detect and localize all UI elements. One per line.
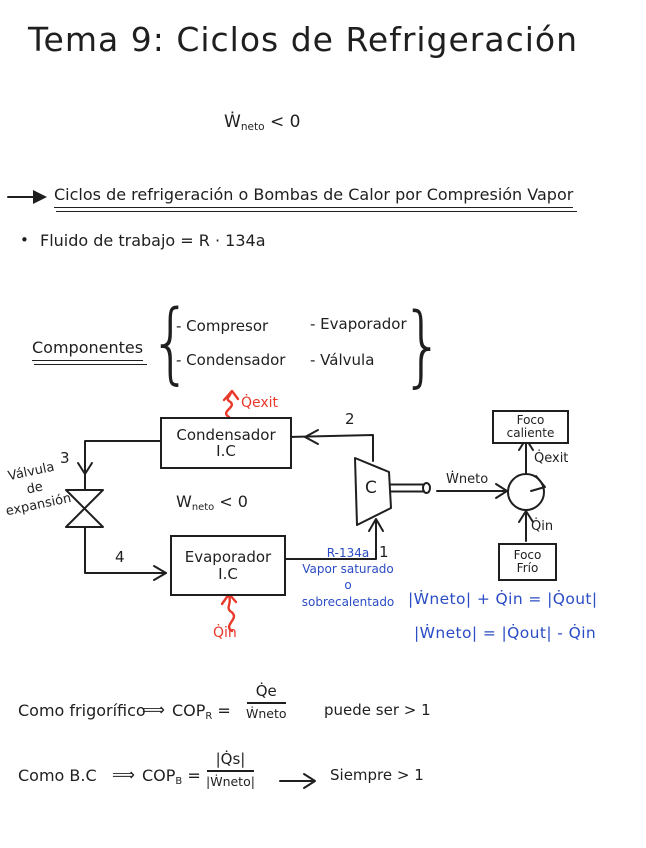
state-3-label: 3 (60, 449, 70, 467)
qexit-energy-label: Q̇exit (534, 451, 569, 466)
w-symbol: W (176, 492, 192, 511)
cold-reservoir-line: Frío (516, 561, 539, 575)
cop-text: COP (142, 766, 176, 785)
cop-b-symbol: COPB = (142, 766, 201, 787)
arrow-up-icon (368, 518, 384, 532)
evaporator-ic: I.C (218, 564, 238, 583)
equals-sign: = (187, 766, 201, 785)
cop-r-symbol: COPR = (172, 701, 231, 722)
pipe-condenser-to-valve (84, 440, 161, 491)
qin-energy-label: Q̇in (531, 519, 554, 534)
cold-reservoir-box: Foco Frío (498, 543, 557, 581)
cop-b-fraction: |Q̇s| |Ẇneto| (206, 750, 255, 789)
wneto-inequality: Ẇneto < 0 (224, 112, 300, 133)
arrow-right-head-icon (33, 190, 47, 204)
list-item: - Válvula (310, 351, 375, 369)
state-1-label: 1 (379, 543, 389, 561)
section-heading: Ciclos de refrigeración o Bombas de Calo… (54, 185, 574, 208)
cop-subscript: R (205, 710, 213, 722)
arrow-right-icon (303, 773, 316, 789)
qexit-arrowhead-icon (222, 389, 240, 402)
w-subscript: neto (191, 501, 215, 513)
cop-b-note: Siempre > 1 (330, 766, 424, 784)
w-symbol: Ẇ (224, 112, 241, 132)
brace-open-icon: { (149, 290, 193, 394)
note-line: o (344, 578, 352, 593)
compressor-shaft-end (422, 482, 431, 494)
hot-reservoir-line: Foco (516, 412, 545, 427)
energy-balance-eq-1: |Ẇneto| + Q̇in = |Q̇out| (408, 590, 598, 608)
compressor-symbol (354, 457, 392, 526)
state-2-label: 2 (345, 410, 355, 428)
compressor-letter: C (365, 478, 377, 498)
arrow-down-icon (77, 462, 93, 475)
cop-r-note: puede ser > 1 (324, 701, 431, 719)
implies-icon: ⟹ (142, 700, 165, 719)
condenser-name: Condensador (176, 425, 276, 444)
note-line: sobrecalentado (301, 594, 395, 609)
arrow-up-icon (518, 510, 534, 523)
fraction-numerator: Q̇e (246, 682, 286, 704)
w-subscript: neto (240, 120, 265, 133)
list-item: - Compresor (176, 317, 269, 335)
list-item: - Condensador (176, 351, 286, 369)
wneto-center-note: Wneto < 0 (176, 492, 248, 513)
equals-sign: = (217, 701, 231, 720)
list-item: - Evaporador (310, 315, 407, 333)
hot-reservoir-line: caliente (506, 426, 555, 440)
expansion-valve-symbol (65, 489, 104, 528)
refrigerant-state-note: R-134a Vapor saturado o sobrecalentado (294, 545, 402, 610)
working-fluid-line: Fluido de trabajo = R · 134a (40, 231, 266, 250)
qexit-label: Q̇exit (241, 395, 279, 411)
bullet-icon: • (20, 231, 29, 249)
note-line: R-134a (326, 546, 370, 560)
fraction-numerator: |Q̇s| (206, 750, 255, 772)
cop-subscript: B (175, 775, 183, 787)
cop-r-fraction: Q̇e Ẇneto (246, 682, 287, 721)
pipe-evaporator-to-compressor (281, 520, 377, 560)
condenser-ic: I.C (216, 442, 236, 460)
compressor-shaft (390, 483, 425, 493)
cop-text: COP (172, 701, 206, 720)
fraction-denominator: |Ẇneto| (206, 774, 255, 789)
cold-reservoir-line: Foco (513, 547, 542, 562)
brace-close-icon: } (401, 293, 445, 397)
fraction-denominator: Ẇneto (246, 706, 287, 721)
note-line: Vapor saturado (302, 562, 394, 577)
energy-balance-eq-2: |Ẇneto| = |Q̇out| - Q̇in (414, 624, 597, 642)
w-tail: < 0 (264, 112, 301, 132)
page-title: Tema 9: Ciclos de Refrigeración (28, 20, 579, 59)
components-label: Componentes (32, 338, 144, 361)
arrow-right-icon (153, 565, 167, 581)
pipe-valve-to-evaporator (84, 526, 167, 574)
evaporator-box: Evaporador I.C (170, 535, 286, 596)
arrow-right-icon (495, 483, 508, 499)
qin-label: Q̇in (213, 625, 237, 641)
pipe-compressor-to-condenser (287, 434, 374, 462)
cop-r-prefix: Como frigorífico (18, 701, 146, 720)
cop-b-prefix: Como B.C (18, 766, 97, 785)
evaporator-name: Evaporador (184, 548, 272, 566)
w-tail: < 0 (214, 492, 248, 511)
state-4-label: 4 (115, 548, 125, 566)
cycle-rotation-arrow-icon (530, 475, 546, 492)
arrow-left-icon (304, 429, 319, 445)
implies-icon: ⟹ (112, 765, 135, 784)
hot-reservoir-box: Foco caliente (492, 410, 569, 444)
qin-squiggle-icon (227, 594, 236, 633)
condenser-box: Condensador I.C (160, 417, 292, 469)
wneto-input-label: Ẇneto (446, 472, 489, 487)
